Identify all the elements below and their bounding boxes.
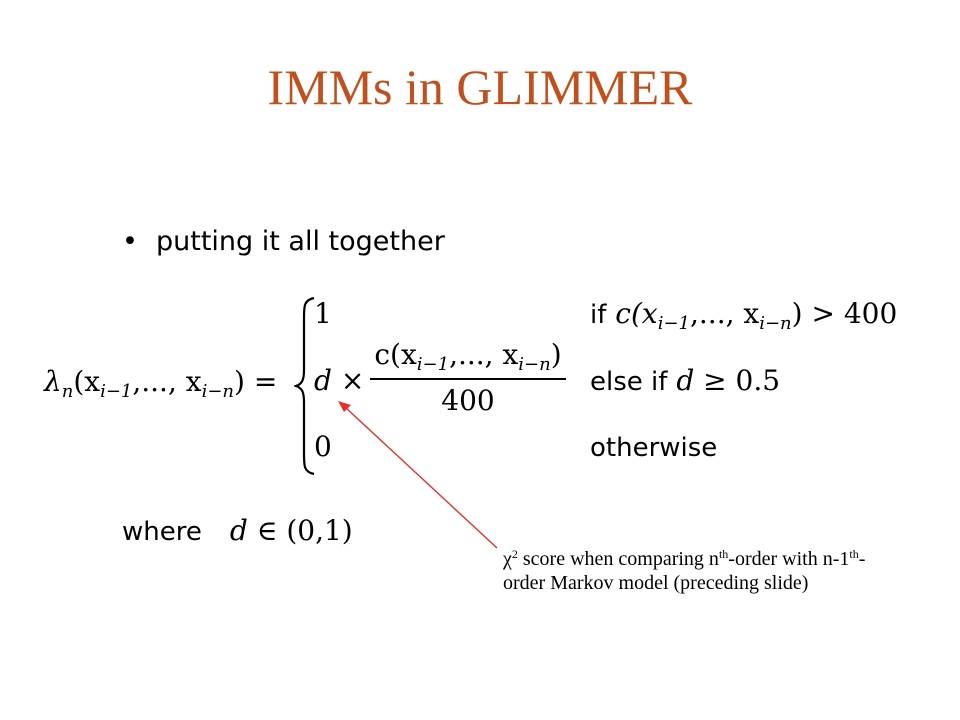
frac-sub-a: i−1	[416, 354, 450, 375]
condition-2: else if d ≥ 0.5	[590, 364, 780, 397]
annotation-part-3: -order Markov model (preceding slide)	[503, 548, 866, 594]
cond3-otherwise: otherwise	[590, 433, 718, 463]
lambda-symbol: λ	[44, 365, 62, 398]
lhs-subscript-b: i−n	[201, 381, 234, 402]
fraction-denominator: 400	[441, 384, 495, 417]
cond1-sub-b: i−n	[759, 313, 792, 334]
cases-brace	[292, 296, 316, 481]
cond1-sub-a: i−1	[657, 313, 690, 334]
fraction-bar	[370, 378, 566, 380]
arrowhead-icon	[338, 401, 351, 412]
brace-icon	[292, 296, 315, 476]
condition-3: otherwise	[590, 430, 717, 463]
frac-sub-b: i−n	[518, 354, 551, 375]
arrow-line	[345, 407, 498, 549]
lhs-open: (x	[73, 365, 101, 398]
lambda-subscript: n	[61, 381, 74, 402]
fraction: c(xi−1,..., xi−n) 400	[370, 338, 566, 417]
times-sign: ×	[340, 364, 365, 397]
where-expr: ∈ (0,1)	[247, 514, 353, 547]
annotation-sup-1: th	[718, 547, 729, 561]
chi-symbol: χ	[503, 548, 512, 570]
where-label: where	[122, 517, 202, 547]
lhs-middle: ,..., x	[132, 365, 202, 398]
case2-value: d ×	[314, 364, 364, 397]
cond2-else-if: else if	[590, 367, 668, 397]
cond1-c: c(x	[615, 297, 658, 330]
frac-c: c(x	[374, 338, 417, 371]
annotation-sup-2: th	[849, 547, 859, 561]
fraction-numerator: c(xi−1,..., xi−n)	[370, 338, 566, 375]
slide-title: IMMs in GLIMMER	[267, 59, 693, 115]
cond1-rest: ) > 400	[791, 297, 898, 330]
lhs-close: )	[234, 365, 245, 398]
lhs-subscript-a: i−1	[100, 381, 133, 402]
bullet-marker: •	[122, 226, 138, 257]
frac-close: )	[550, 338, 562, 371]
annotation-text: χ2 score when comparing nth-order with n…	[503, 542, 903, 595]
case2-d: d	[314, 364, 332, 397]
condition-1: if c(xi−1,..., xi−n) > 400	[590, 297, 897, 334]
annotation-part-1: score when comparing n	[517, 548, 719, 570]
case3-value: 0	[314, 430, 332, 463]
cond2-d: d	[676, 364, 695, 397]
cond1-if: if	[590, 300, 607, 330]
case1-value: 1	[314, 297, 332, 330]
equals-sign: =	[253, 365, 278, 398]
bullet-item: • putting it all together	[122, 226, 445, 257]
chi-superscript: 2	[511, 547, 518, 561]
annotation-part-2: -order with n-1	[728, 548, 850, 570]
cond2-rest: ≥ 0.5	[694, 364, 781, 397]
cond1-mid: ,..., x	[690, 297, 760, 330]
where-d: d	[229, 514, 248, 547]
frac-mid: ,..., x	[449, 338, 519, 371]
formula-lhs: λn(xi−1,..., xi−n) =	[44, 365, 277, 402]
bullet-text: putting it all together	[156, 226, 445, 257]
